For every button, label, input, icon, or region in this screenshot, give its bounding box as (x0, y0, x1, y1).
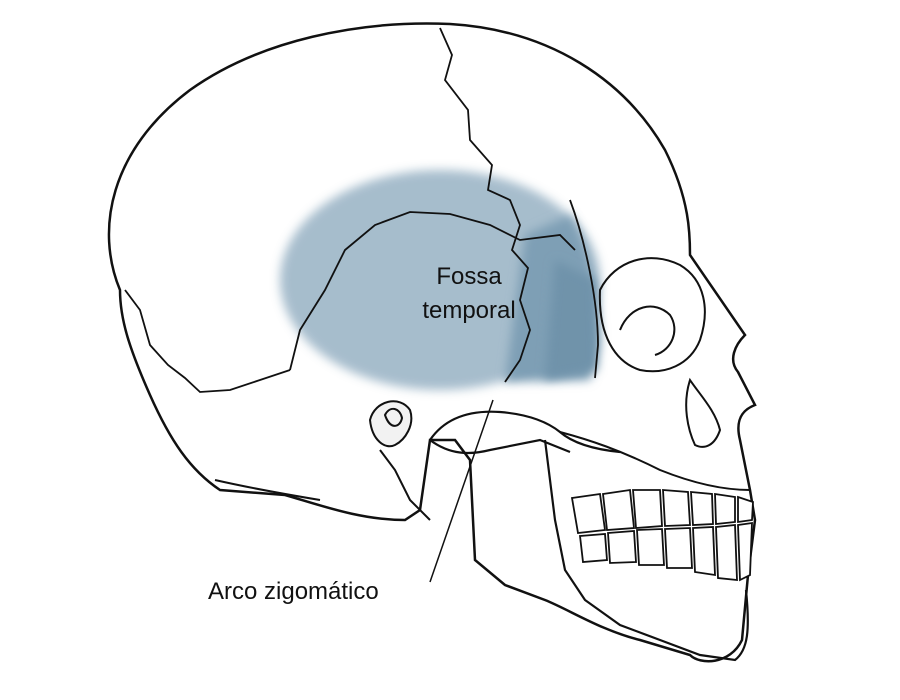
fossa-temporal-label: Fossa temporal (404, 260, 534, 328)
occipital-base (214, 479, 321, 501)
maxilla (559, 431, 751, 491)
ear-opening (368, 400, 431, 521)
fossa-label-line1: Fossa (436, 263, 502, 290)
fossa-label-line2: temporal (422, 297, 516, 324)
zygomatic-arch (429, 410, 621, 455)
sphenoid-suture (569, 199, 599, 379)
lower-teeth (578, 521, 753, 582)
squamous-suture (289, 211, 576, 371)
mandible (543, 439, 749, 662)
arco-leader-line (429, 399, 494, 583)
lambdoid-suture (124, 289, 291, 393)
upper-teeth (570, 488, 754, 534)
coronal-suture (439, 27, 531, 383)
nasal-opening (685, 377, 722, 448)
arco-zigomatico-label: Arco zigomático (208, 578, 379, 605)
eye-orbit (598, 257, 706, 373)
sutures (124, 27, 599, 393)
